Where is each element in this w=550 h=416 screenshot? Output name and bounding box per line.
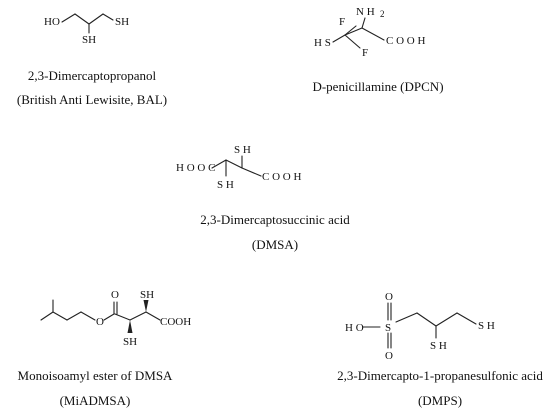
miadmsa-bond-4 [80,311,96,321]
dpcn-name: D-penicillamine (DPCN) [312,79,443,94]
dpcn-atom-f2: F [362,47,368,59]
dpcn-bond-hs-c [332,34,346,43]
dmsa-bond-hooc-c2 [211,159,227,169]
bal-bond-ho-c1 [61,13,76,23]
dpcn-bond-c-f2 [344,34,361,49]
miadmsa-wedge-sh-top [143,300,149,312]
bal-bond-c1-c2 [74,13,90,25]
dmsa-name: 2,3-Dimercaptosuccinic acid [200,212,350,227]
miadmsa-bond-3 [66,311,82,321]
miadmsa-atom-o-ester: O [96,316,104,328]
miadmsa-wedge-sh-bot [127,320,133,333]
dmsa-atom-hooc: H O O C [176,162,215,174]
dmps-atom-sh-end: S H [478,320,495,332]
dmps-atom-o-top: O [385,291,393,303]
dmps-bond-s-c1 [395,312,418,323]
miadmsa-atom-sh-bot: SH [123,336,137,348]
miadmsa-bond-1 [40,311,54,321]
bal-bond-c3-sh [102,13,114,21]
bal-abbrev: (British Anti Lewisite, BAL) [17,92,167,107]
miadmsa-atom-o-dbl: O [111,289,119,301]
dmps-bond-c2-c3 [435,312,458,327]
miadmsa-bond-c3-cooh [145,311,161,321]
dmsa-bond-c3-cooh [241,167,262,177]
bal-structure: HO SH SH [44,13,129,46]
dpcn-atom-nh: N H [356,6,375,18]
dmps-structure: O H O S O S H S H [345,291,495,362]
dmsa-atom-sh-bot: S H [217,179,234,191]
bal-name: 2,3-Dimercaptopropanol [28,68,157,83]
miadmsa-bond-o-c [103,313,115,321]
dmps-bond-c1-c2 [416,312,437,327]
miadmsa-atom-cooh: COOH [160,316,191,328]
dmsa-structure: S H H O O C C O O H S H [176,144,301,191]
dmsa-atom-cooh: C O O H [262,171,301,183]
dpcn-structure: N H 2 F F H S C O O H [314,6,425,59]
miadmsa-structure: O O SH COOH SH [40,289,191,348]
dmps-abbrev: (DMPS) [418,393,462,408]
dpcn-atom-subscript: 2 [380,9,385,19]
dpcn-bond-c-calpha [344,27,363,36]
bal-atom-ho: HO [44,16,60,28]
dpcn-atom-cooh: C O O H [386,35,425,47]
dpcn-bond-calpha-cooh [361,27,385,41]
bal-atom-sh-mid: SH [82,34,96,46]
miadmsa-bond-c2-c3 [129,311,147,321]
miadmsa-abbrev: (MiADMSA) [60,393,131,408]
miadmsa-bond-2 [52,311,68,321]
dmps-atom-s: S [385,322,391,334]
dmps-atom-o-bot: O [385,350,393,362]
dmsa-abbrev: (DMSA) [252,237,298,252]
dmps-atom-ho: H O [345,322,364,334]
bal-bond-c2-c3 [88,13,104,25]
dmsa-atom-sh-top: S H [234,144,251,156]
miadmsa-name: Monoisoamyl ester of DMSA [18,368,174,383]
dmsa-bond-c2-c3 [225,159,243,169]
miadmsa-atom-sh-top: SH [140,289,154,301]
dpcn-atom-f1: F [339,16,345,28]
dpcn-bond-c-f1 [344,25,357,36]
miadmsa-bond-c-c2 [114,313,131,321]
dpcn-atom-hs: H S [314,37,331,49]
dpcn-bond-calpha-n [361,17,366,29]
dmps-atom-sh-mid: S H [430,340,447,352]
dmps-name: 2,3-Dimercapto-1-propanesulfonic acid [337,368,543,383]
bal-atom-sh-end: SH [115,16,129,28]
dmps-bond-c3-sh [456,312,477,325]
